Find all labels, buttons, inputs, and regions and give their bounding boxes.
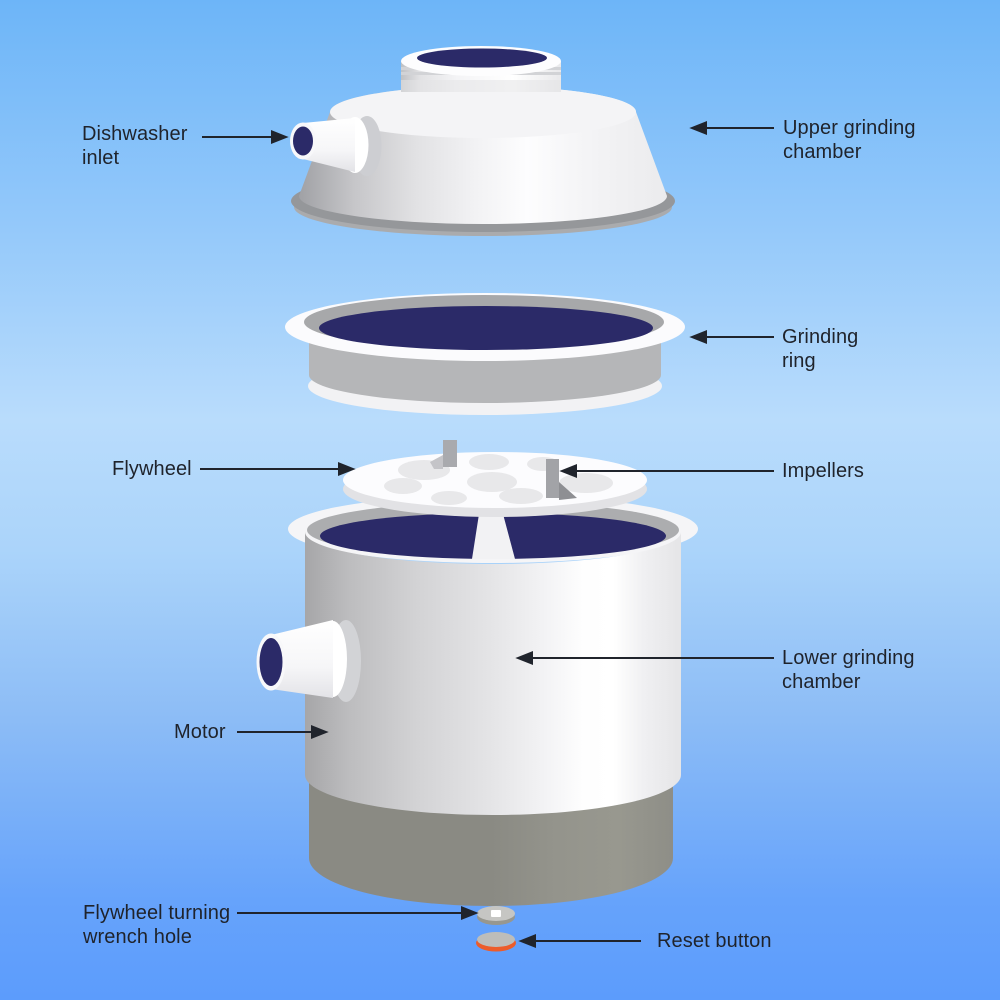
label-lower-grinding-chamber: Lower grinding chamber (782, 647, 915, 693)
lower-grinding-chamber-graphic (256, 495, 698, 906)
arrow-lower-grinding-chamber (515, 651, 774, 665)
impellers-graphic (430, 440, 577, 500)
label-flywheel-wrench-hole: Flywheel turning wrench hole (83, 902, 231, 948)
arrow-dishwasher-inlet (202, 130, 289, 144)
arrow-impellers (559, 464, 774, 478)
reset-button-graphic (476, 932, 516, 952)
arrow-flywheel (200, 462, 356, 476)
label-motor: Motor (174, 721, 226, 743)
grinding-ring-graphic (285, 293, 685, 415)
drain-outlet-pipe-graphic (256, 620, 361, 702)
wrench-hole-graphic (477, 906, 515, 925)
label-dishwasher-inlet: Dishwasher inlet (82, 123, 188, 169)
arrow-reset-button (518, 934, 641, 948)
label-flywheel: Flywheel (112, 458, 192, 480)
label-reset-button: Reset button (657, 930, 772, 952)
label-upper-grinding-chamber: Upper grinding chamber (783, 117, 916, 163)
arrow-flywheel-wrench-hole (237, 906, 479, 920)
arrow-upper-grinding-chamber (689, 121, 774, 135)
label-grinding-ring: Grinding ring (782, 326, 859, 372)
dishwasher-inlet-pipe-graphic (290, 116, 382, 176)
flywheel-graphic (343, 440, 647, 517)
flywheel-holes (384, 454, 613, 505)
label-impellers: Impellers (782, 460, 865, 482)
arrow-grinding-ring (689, 330, 774, 344)
upper-grinding-chamber-graphic (291, 46, 675, 236)
arrow-motor (237, 725, 329, 739)
